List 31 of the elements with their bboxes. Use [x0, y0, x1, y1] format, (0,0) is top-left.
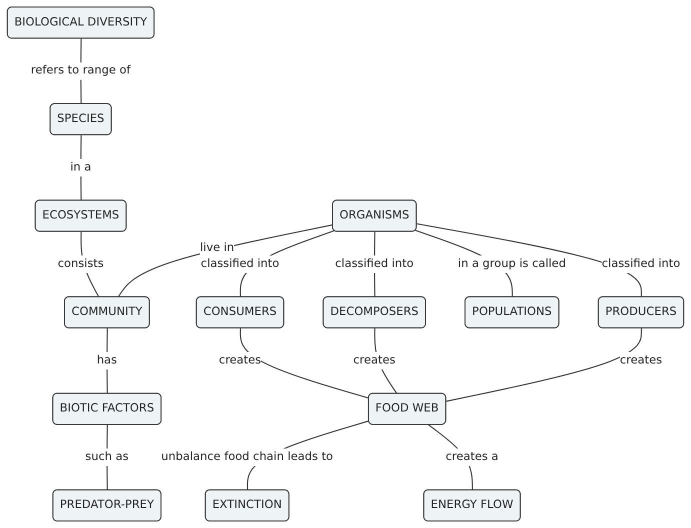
concept-box: CONSUMERS — [196, 296, 284, 328]
linking-phrase: creates a — [446, 448, 498, 466]
connector-line — [416, 223, 642, 298]
connector-line — [240, 328, 369, 399]
linking-phrase: classified into — [200, 255, 280, 273]
concept-box: ORGANISMS — [332, 200, 417, 232]
connector-line — [80, 135, 82, 201]
linking-phrase: classified into — [602, 255, 680, 273]
concept-box: PREDATOR-PREY — [52, 489, 162, 522]
concept-box: EXTINCTION — [204, 489, 290, 522]
concept-box: ENERGY FLOW — [423, 489, 521, 522]
linking-phrase: refers to range of — [30, 62, 131, 80]
connector-line — [106, 328, 108, 394]
linking-phrase: in a — [70, 158, 92, 176]
concept-box: BIOLOGICAL DIVERSITY — [6, 6, 155, 39]
linking-phrase: such as — [85, 448, 129, 466]
concept-box: FOOD WEB — [368, 392, 446, 425]
linking-phrase: creates — [353, 352, 396, 370]
linking-phrase: has — [96, 352, 117, 370]
concept-box: COMMUNITY — [64, 296, 150, 328]
linking-phrase: consists — [58, 255, 104, 273]
linking-phrase: classified into — [335, 255, 414, 273]
connector-line — [446, 328, 642, 402]
concept-box: ECOSYSTEMS — [34, 200, 127, 232]
linking-phrase: in a group is called — [458, 255, 566, 273]
concept-box: DECOMPOSERS — [322, 296, 426, 328]
concept-box: POPULATIONS — [464, 296, 560, 328]
concept-box: BIOTIC FACTORS — [52, 392, 162, 425]
linking-phrase: unbalance food chain leads to — [161, 448, 334, 466]
concept-box: SPECIES — [50, 103, 112, 136]
concept-box: PRODUCERS — [598, 296, 684, 328]
